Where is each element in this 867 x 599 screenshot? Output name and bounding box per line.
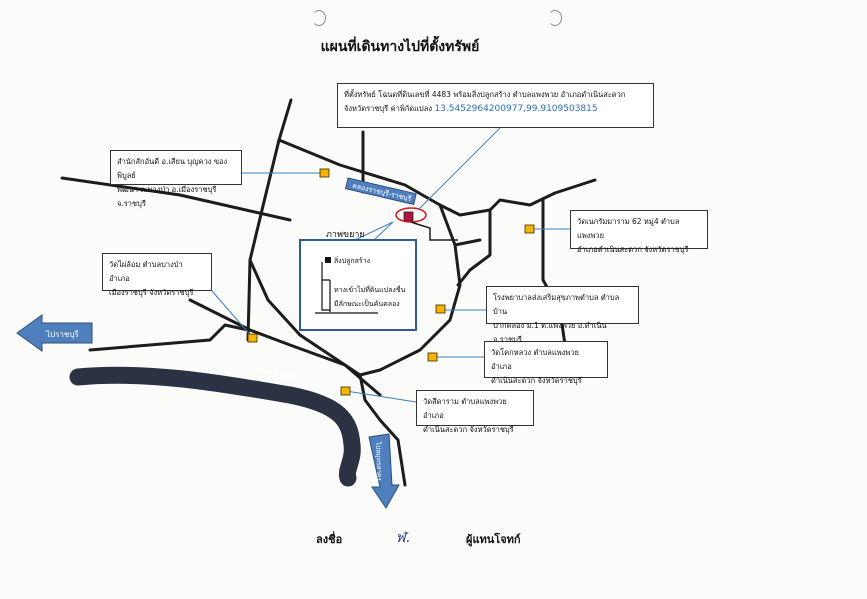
zoom-leader-2 (354, 221, 394, 241)
signature-mark: ฬ. (396, 530, 411, 546)
label-wat-right-top-line1: วัดเนกรัมมาราม 62 หมู่4 ตำบลแพงพวย (577, 217, 680, 240)
office-landmark-icon (319, 168, 330, 178)
arrow-to-samut-sakhon: ไปสมุทรสาคร (368, 433, 400, 509)
label-wat-right-mid-line2: ดำเนินสะดวก จังหวัดราชบุรี (491, 376, 582, 385)
label-wat-left-line2: เมืองราชบุรี จังหวัดราชบุรี (109, 288, 194, 297)
label-wat-bottom-line1: วัดสีดาราม ตำบลแพงพวย อำเภอ (423, 397, 507, 420)
zoom-label-embankment: มีลักษณะเป็นคันคลอง (334, 300, 400, 308)
zoom-inset (299, 239, 417, 331)
zoom-building-icon (325, 257, 331, 263)
page-title: แผนที่เดินทางไปที่ตั้งทรัพย์ (320, 39, 480, 55)
wat-right-mid-landmark-icon (427, 352, 438, 362)
label-office-line2: พัฒนา ต.บางป่า อ.เมืองราชบุรี จ.ราชบุรี (117, 185, 217, 208)
wat-left-landmark-icon (247, 333, 258, 343)
arrow-to-ratchaburi-label: ไปราชบุรี (45, 330, 79, 339)
property-info-line1: ที่ตั้งทรัพย์ โฉนดที่ดินเลขที่ 4483 พร้อ… (344, 90, 626, 99)
hospital-landmark-icon (435, 304, 446, 314)
label-office: สำนักสักอันดี อ.เสียน บุญควง ของพิบูลย์ … (110, 150, 242, 208)
punch-hole-left (312, 10, 326, 26)
zoom-road (315, 262, 378, 314)
zoom-title: ภาพขยาย (326, 230, 365, 240)
signature-role: ผู้แทนโจทก์ (466, 533, 521, 546)
wat-bottom-landmark-icon (340, 386, 351, 396)
zoom-leader (371, 221, 394, 243)
road-network (60, 98, 597, 487)
label-wat-bottom-line2: ดำเนินสะดวก จังหวัดราชบุรี (423, 425, 514, 434)
property-info-box: ที่ตั้งทรัพย์ โฉนดที่ดินเลขที่ 4483 พร้อ… (337, 83, 654, 128)
label-wat-right-mid: วัดโคกหลวง ตำบลแพงพวย อำเภอ ดำเนินสะดวก … (484, 341, 608, 385)
label-wat-bottom: วัดสีดาราม ตำบลแพงพวย อำเภอ ดำเนินสะดวก … (416, 390, 534, 434)
property-info-line2: จังหวัดราชบุรี ค่าพิกัดแปลง 13.545296420… (344, 102, 647, 116)
arrow-to-samut-sakhon-label: ไปสมุทรสาคร (374, 441, 383, 482)
wat-right-top-landmark-icon (524, 224, 535, 234)
zoom-label-access: ทางเข้าไม่ที่ดินแปลงชื่น (334, 286, 406, 294)
property-info-coord-label: จังหวัดราชบุรี ค่าพิกัดแปลง (344, 104, 433, 113)
label-office-line1: สำนักสักอันดี อ.เสียน บุญควง ของพิบูลย์ (117, 157, 228, 180)
property-coordinates: 13.5452964200977,99.9109503815 (434, 104, 598, 114)
label-wat-right-top: วัดเนกรัมมาราม 62 หมู่4 ตำบลแพงพวย อำเภอ… (570, 210, 708, 254)
property-marker (403, 211, 414, 222)
river (69, 366, 361, 487)
signature-label: ลงชื่อ (316, 533, 343, 546)
label-hospital-line2: ปากคลอง ม.1 ต.แพงพวย อ.ดำเนิน จ.ราชบุรี (493, 321, 607, 344)
zoom-label-building: สิ่งปลูกสร้าง (334, 257, 371, 265)
punch-hole-right (548, 10, 562, 26)
arrow-to-ratchaburi: ไปราชบุรี (16, 314, 93, 352)
property-access (410, 221, 458, 241)
label-wat-right-mid-line1: วัดโคกหลวง ตำบลแพงพวย อำเภอ (491, 348, 579, 371)
label-hospital: โรงพยาบาลส่งเสริมสุขภาพตำบล ตำบลบ้าน ปาก… (486, 286, 639, 344)
canal-road: คลองราชบุรี-ราชบุรี (345, 177, 417, 205)
label-wat-left-line1: วัดไผ่ล้อม ตำบลบางป่า อำเภอ (109, 260, 183, 283)
label-hospital-line1: โรงพยาบาลส่งเสริมสุขภาพตำบล ตำบลบ้าน (493, 293, 620, 316)
label-wat-right-top-line2: อำเภอดำเนินสะดวก จังหวัดราชบุรี (577, 245, 689, 254)
label-wat-left: วัดไผ่ล้อม ตำบลบางป่า อำเภอ เมืองราชบุรี… (102, 253, 212, 297)
leader-lines (211, 127, 570, 403)
